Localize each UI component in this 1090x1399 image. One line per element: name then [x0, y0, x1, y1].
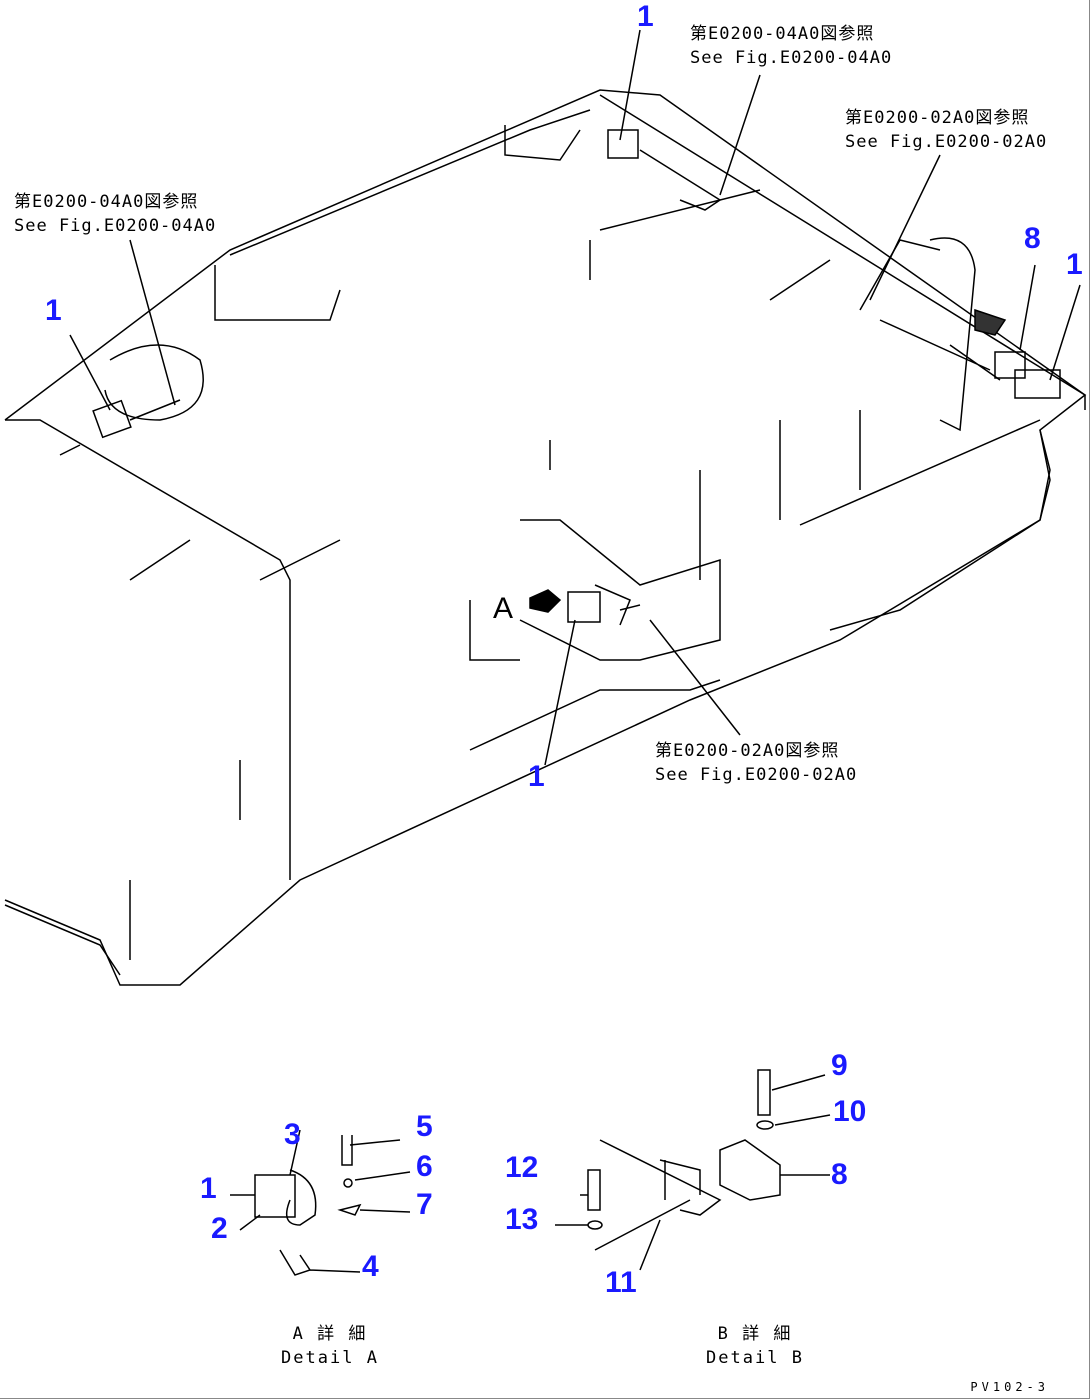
reference-jp: 第E0200-02A0図参照: [655, 741, 840, 761]
detail-a-caption: A 詳 細 Detail A: [270, 1322, 390, 1370]
drawing-code: PV102-3: [970, 1380, 1049, 1394]
callout-6: 6: [416, 1150, 433, 1183]
view-marker-a: A: [493, 592, 514, 625]
callout-4: 4: [362, 1250, 379, 1283]
callout-1-right: 1: [1066, 248, 1083, 281]
callout-12: 12: [505, 1151, 539, 1184]
reference-jp: 第E0200-04A0図参照: [14, 192, 199, 212]
reference-note-left: 第E0200-04A0図参照 See Fig.E0200-04A0: [14, 190, 216, 238]
callout-1-left: 1: [45, 294, 62, 327]
detail-b-jp: B 詳 細: [717, 1324, 793, 1344]
detail-a-jp: A 詳 細: [292, 1324, 368, 1344]
reference-jp: 第E0200-02A0図参照: [845, 108, 1030, 128]
detail-b-en: Detail B: [706, 1348, 804, 1368]
reference-en: See Fig.E0200-04A0: [14, 216, 217, 236]
reference-note-right: 第E0200-02A0図参照 See Fig.E0200-02A0: [845, 106, 1047, 154]
detail-a-en: Detail A: [281, 1348, 379, 1368]
callout-8-top: 8: [1024, 222, 1041, 255]
reference-en: See Fig.E0200-04A0: [690, 48, 893, 68]
reference-en: See Fig.E0200-02A0: [655, 765, 858, 785]
reference-note-top: 第E0200-04A0図参照 See Fig.E0200-04A0: [690, 22, 892, 70]
callout-11: 11: [605, 1266, 637, 1299]
callout-1-top: 1: [637, 0, 654, 33]
callout-9: 9: [831, 1049, 848, 1082]
reference-en: See Fig.E0200-02A0: [845, 132, 1048, 152]
callout-13: 13: [505, 1203, 539, 1236]
reference-jp: 第E0200-04A0図参照: [690, 24, 875, 44]
reference-note-center: 第E0200-02A0図参照 See Fig.E0200-02A0: [655, 739, 857, 787]
callout-8-detail-b: 8: [831, 1158, 848, 1191]
callout-10: 10: [833, 1095, 867, 1128]
callout-3: 3: [284, 1118, 301, 1151]
callout-1-detail-a: 1: [200, 1172, 217, 1205]
detail-b-caption: B 詳 細 Detail B: [695, 1322, 815, 1370]
callout-7: 7: [416, 1188, 433, 1221]
callout-1-center: 1: [528, 760, 545, 793]
callout-5: 5: [416, 1110, 433, 1143]
callout-2: 2: [211, 1212, 228, 1245]
